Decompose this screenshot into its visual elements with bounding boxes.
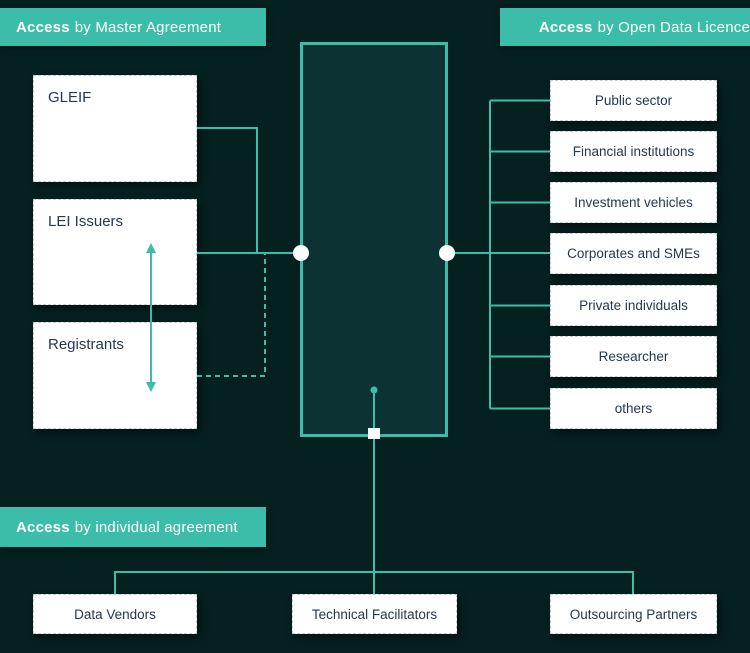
node-label: LEI Issuers bbox=[48, 213, 124, 230]
banner-open-data-licence: Access by Open Data Licence bbox=[500, 8, 750, 46]
node-label: Financial institutions bbox=[572, 144, 695, 159]
node-data-vendors: Data Vendors bbox=[33, 594, 197, 634]
connector-right bbox=[447, 99, 550, 410]
node-researcher: Researcher bbox=[550, 336, 717, 377]
node-label: others bbox=[614, 401, 653, 416]
node-label: Public sector bbox=[594, 93, 673, 108]
banner-master-agreement: Access by Master Agreement bbox=[0, 8, 266, 46]
banner-rest-text: by Open Data Licence bbox=[597, 18, 750, 36]
node-lei-issuers: LEI Issuers bbox=[33, 199, 197, 305]
node-corporates-smes: Corporates and SMEs bbox=[550, 233, 717, 274]
node-label: Corporates and SMEs bbox=[567, 246, 700, 261]
node-gleif: GLEIF bbox=[33, 75, 197, 182]
connector-left bbox=[197, 127, 301, 377]
node-technical-facilitators: Technical Facilitators bbox=[292, 594, 457, 634]
node-label: Investment vehicles bbox=[574, 195, 693, 210]
banner-accent-text: Access bbox=[16, 518, 70, 536]
node-registrants: Registrants bbox=[33, 322, 197, 429]
node-label: Technical Facilitators bbox=[311, 606, 438, 622]
central-block bbox=[300, 42, 448, 437]
node-others: others bbox=[550, 388, 717, 429]
node-investment-vehicles: Investment vehicles bbox=[550, 182, 717, 223]
banner-rest-text: by Master Agreement bbox=[74, 18, 222, 36]
node-label: Registrants bbox=[48, 336, 124, 353]
node-label: Private individuals bbox=[579, 298, 688, 313]
node-label: GLEIF bbox=[48, 89, 92, 106]
node-label: Outsourcing Partners bbox=[569, 606, 698, 622]
node-label: Researcher bbox=[598, 349, 669, 364]
node-label: Data Vendors bbox=[74, 606, 156, 622]
node-public-sector: Public sector bbox=[550, 80, 717, 121]
node-private-individuals: Private individuals bbox=[550, 285, 717, 326]
banner-accent-text: Access bbox=[538, 18, 593, 36]
banner-rest-text: by individual agreement bbox=[74, 518, 238, 536]
banner-individual-agreement: Access by individual agreement bbox=[0, 507, 266, 547]
banner-accent-text: Access bbox=[16, 18, 70, 36]
node-outsourcing-partners: Outsourcing Partners bbox=[550, 594, 717, 634]
node-financial-institutions: Financial institutions bbox=[550, 131, 717, 172]
